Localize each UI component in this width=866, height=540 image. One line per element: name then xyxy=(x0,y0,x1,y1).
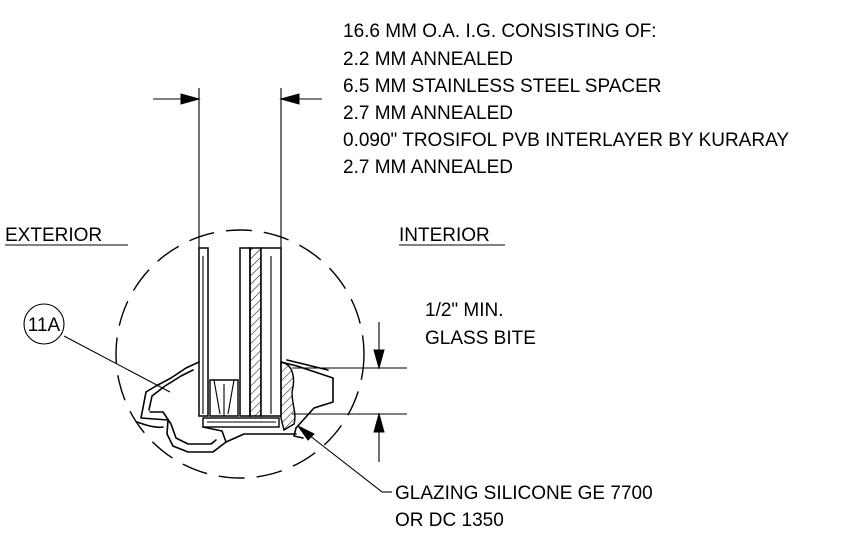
glass-bite-label-line-1: 1/2" MIN. xyxy=(425,300,504,321)
spec-note-line-3: 6.5 MM STAINLESS STEEL SPACER xyxy=(343,76,662,97)
sealant-label-line-2: OR DC 1350 xyxy=(395,510,504,531)
glazing-silicone-bead xyxy=(280,361,296,432)
exterior-frame-profile xyxy=(140,361,227,453)
spec-notes: 16.6 MM O.A. I.G. CONSISTING OF: 2.2 MM … xyxy=(343,21,789,178)
callout-leader xyxy=(63,335,171,393)
exterior-gasket-inner xyxy=(148,369,194,411)
dimension-arrow-right xyxy=(279,93,300,105)
spec-note-line-6: 2.7 MM ANNEALED xyxy=(343,157,513,178)
callout-tag-text: 11A xyxy=(28,315,61,336)
interior-frame-flange xyxy=(280,361,334,429)
overall-thickness-dimension xyxy=(153,88,322,248)
interior-label: INTERIOR xyxy=(399,225,490,246)
spec-note-line-5: 0.090" TROSIFOL PVB INTERLAYER BY KURARA… xyxy=(343,130,789,151)
frame-extrusion xyxy=(136,359,334,453)
dimension-arrow-left xyxy=(180,93,201,105)
frame-base xyxy=(225,433,297,443)
sealant-label-line-1: GLAZING SILICONE GE 7700 xyxy=(395,483,653,504)
interior-glass-lite-1 xyxy=(239,247,251,417)
exterior-label: EXTERIOR xyxy=(5,225,102,246)
spec-note-line-1: 16.6 MM O.A. I.G. CONSISTING OF: xyxy=(343,21,657,42)
bite-arrow-bottom xyxy=(373,412,385,433)
exterior-frame-inner xyxy=(149,411,217,445)
exterior-frame-nose xyxy=(136,421,164,429)
glass-bite-dimension: 1/2" MIN. GLASS BITE xyxy=(292,300,536,462)
spacer-detail-line-3 xyxy=(227,379,235,415)
spec-note-line-2: 2.2 MM ANNEALED xyxy=(343,49,513,70)
detail-circle xyxy=(115,229,365,479)
glass-bite-label-line-2: GLASS BITE xyxy=(425,328,536,349)
pvb-interlayer xyxy=(249,247,262,417)
sealant-arrow xyxy=(297,425,315,441)
callout-11a: 11A xyxy=(23,303,171,393)
callout-tag-circle xyxy=(23,303,65,345)
sealant-leader xyxy=(299,427,383,493)
sealant-callout: GLAZING SILICONE GE 7700 OR DC 1350 xyxy=(297,425,653,531)
spec-note-line-4: 2.7 MM ANNEALED xyxy=(343,103,513,124)
interior-frame-foot xyxy=(293,427,304,439)
spacer-detail-line-1 xyxy=(213,379,221,415)
glass-unit xyxy=(198,247,282,428)
bite-arrow-top xyxy=(373,349,385,370)
